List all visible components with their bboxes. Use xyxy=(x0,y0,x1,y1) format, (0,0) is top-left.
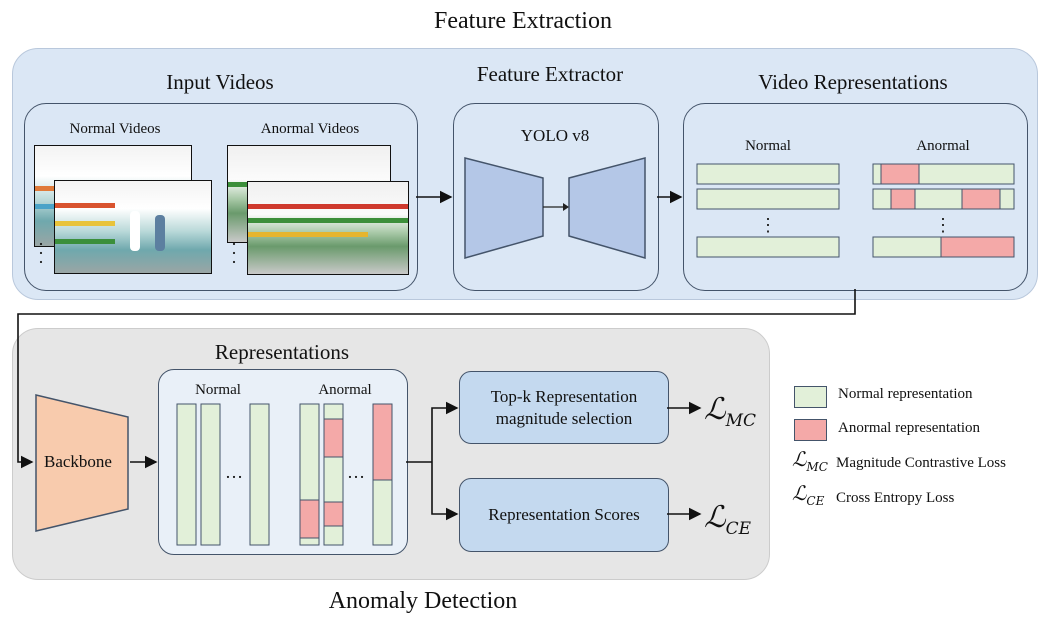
anomaly-detection-title: Anomaly Detection xyxy=(328,588,518,614)
arrow-to-topk xyxy=(431,401,459,462)
backbone-shape xyxy=(35,394,129,532)
feature-extractor-title: Feature Extractor xyxy=(476,62,624,86)
video-representations-title: Video Representations xyxy=(758,70,948,94)
representations-ellipsis-anormal: … xyxy=(347,462,365,482)
rep-normal-col-1 xyxy=(176,403,197,546)
legend-mc-label: Magnitude Contrastive Loss xyxy=(836,455,1006,471)
scores-label: Representation Scores xyxy=(488,505,640,524)
anormal-videos-label: Anormal Videos xyxy=(260,121,360,137)
yolo-label: YOLO v8 xyxy=(520,126,590,145)
legend-ce-label: Cross Entropy Loss xyxy=(836,490,955,506)
legend-normal-swatch xyxy=(794,386,827,408)
input-videos-title: Input Videos xyxy=(166,70,274,94)
representation-columns xyxy=(176,403,393,546)
representations-box xyxy=(158,369,408,555)
loss-ce-symbol: ℒCE xyxy=(704,500,752,539)
legend-normal-label: Normal representation xyxy=(838,386,973,402)
svg-text:⋮: ⋮ xyxy=(759,215,777,235)
anormal-videos-ellipsis: ··· xyxy=(231,234,237,272)
legend-ce-symbol: ℒCE xyxy=(792,481,825,508)
normal-videos-ellipsis: ··· xyxy=(38,234,44,272)
topk-selection-box: Top-k Representation magnitude selection xyxy=(459,371,669,444)
topk-line-2: magnitude selection xyxy=(495,408,633,428)
rep-normal-col-3 xyxy=(249,403,270,546)
video-normal-bar-2 xyxy=(696,188,840,210)
backbone-label: Backbone xyxy=(44,452,112,471)
legend-anormal-swatch xyxy=(794,419,827,441)
normal-video-frame-front xyxy=(54,180,212,274)
arrow-to-scores xyxy=(431,462,459,521)
topk-line-1: Top-k Representation xyxy=(490,386,638,406)
legend-anormal-label: Anormal representation xyxy=(838,420,981,436)
representations-normal-label: Normal xyxy=(195,382,241,398)
legend-mc-symbol: ℒMC xyxy=(792,447,828,474)
feature-extraction-title: Feature Extraction xyxy=(434,8,612,34)
yolo-encoder-decoder xyxy=(464,157,646,259)
loss-mc-symbol: ℒMC xyxy=(704,392,757,431)
video-representation-bars: ⋮ ⋮ xyxy=(696,163,1015,258)
rep-normal-col-2 xyxy=(200,403,221,546)
representations-title: Representations xyxy=(214,340,350,364)
arrow-reps-to-backbone xyxy=(17,289,856,469)
video-normal-bar-3 xyxy=(696,236,840,258)
svg-text:⋮: ⋮ xyxy=(934,215,952,235)
video-rep-normal-label: Normal xyxy=(745,138,791,154)
representations-ellipsis-normal: … xyxy=(225,462,243,482)
anormal-video-frame-front xyxy=(247,181,409,275)
video-rep-anormal-label: Anormal xyxy=(916,138,970,154)
representation-scores-box: Representation Scores xyxy=(459,478,669,552)
video-normal-bar-1 xyxy=(696,163,840,185)
representations-anormal-label: Anormal xyxy=(318,382,372,398)
normal-videos-label: Normal Videos xyxy=(69,121,161,137)
